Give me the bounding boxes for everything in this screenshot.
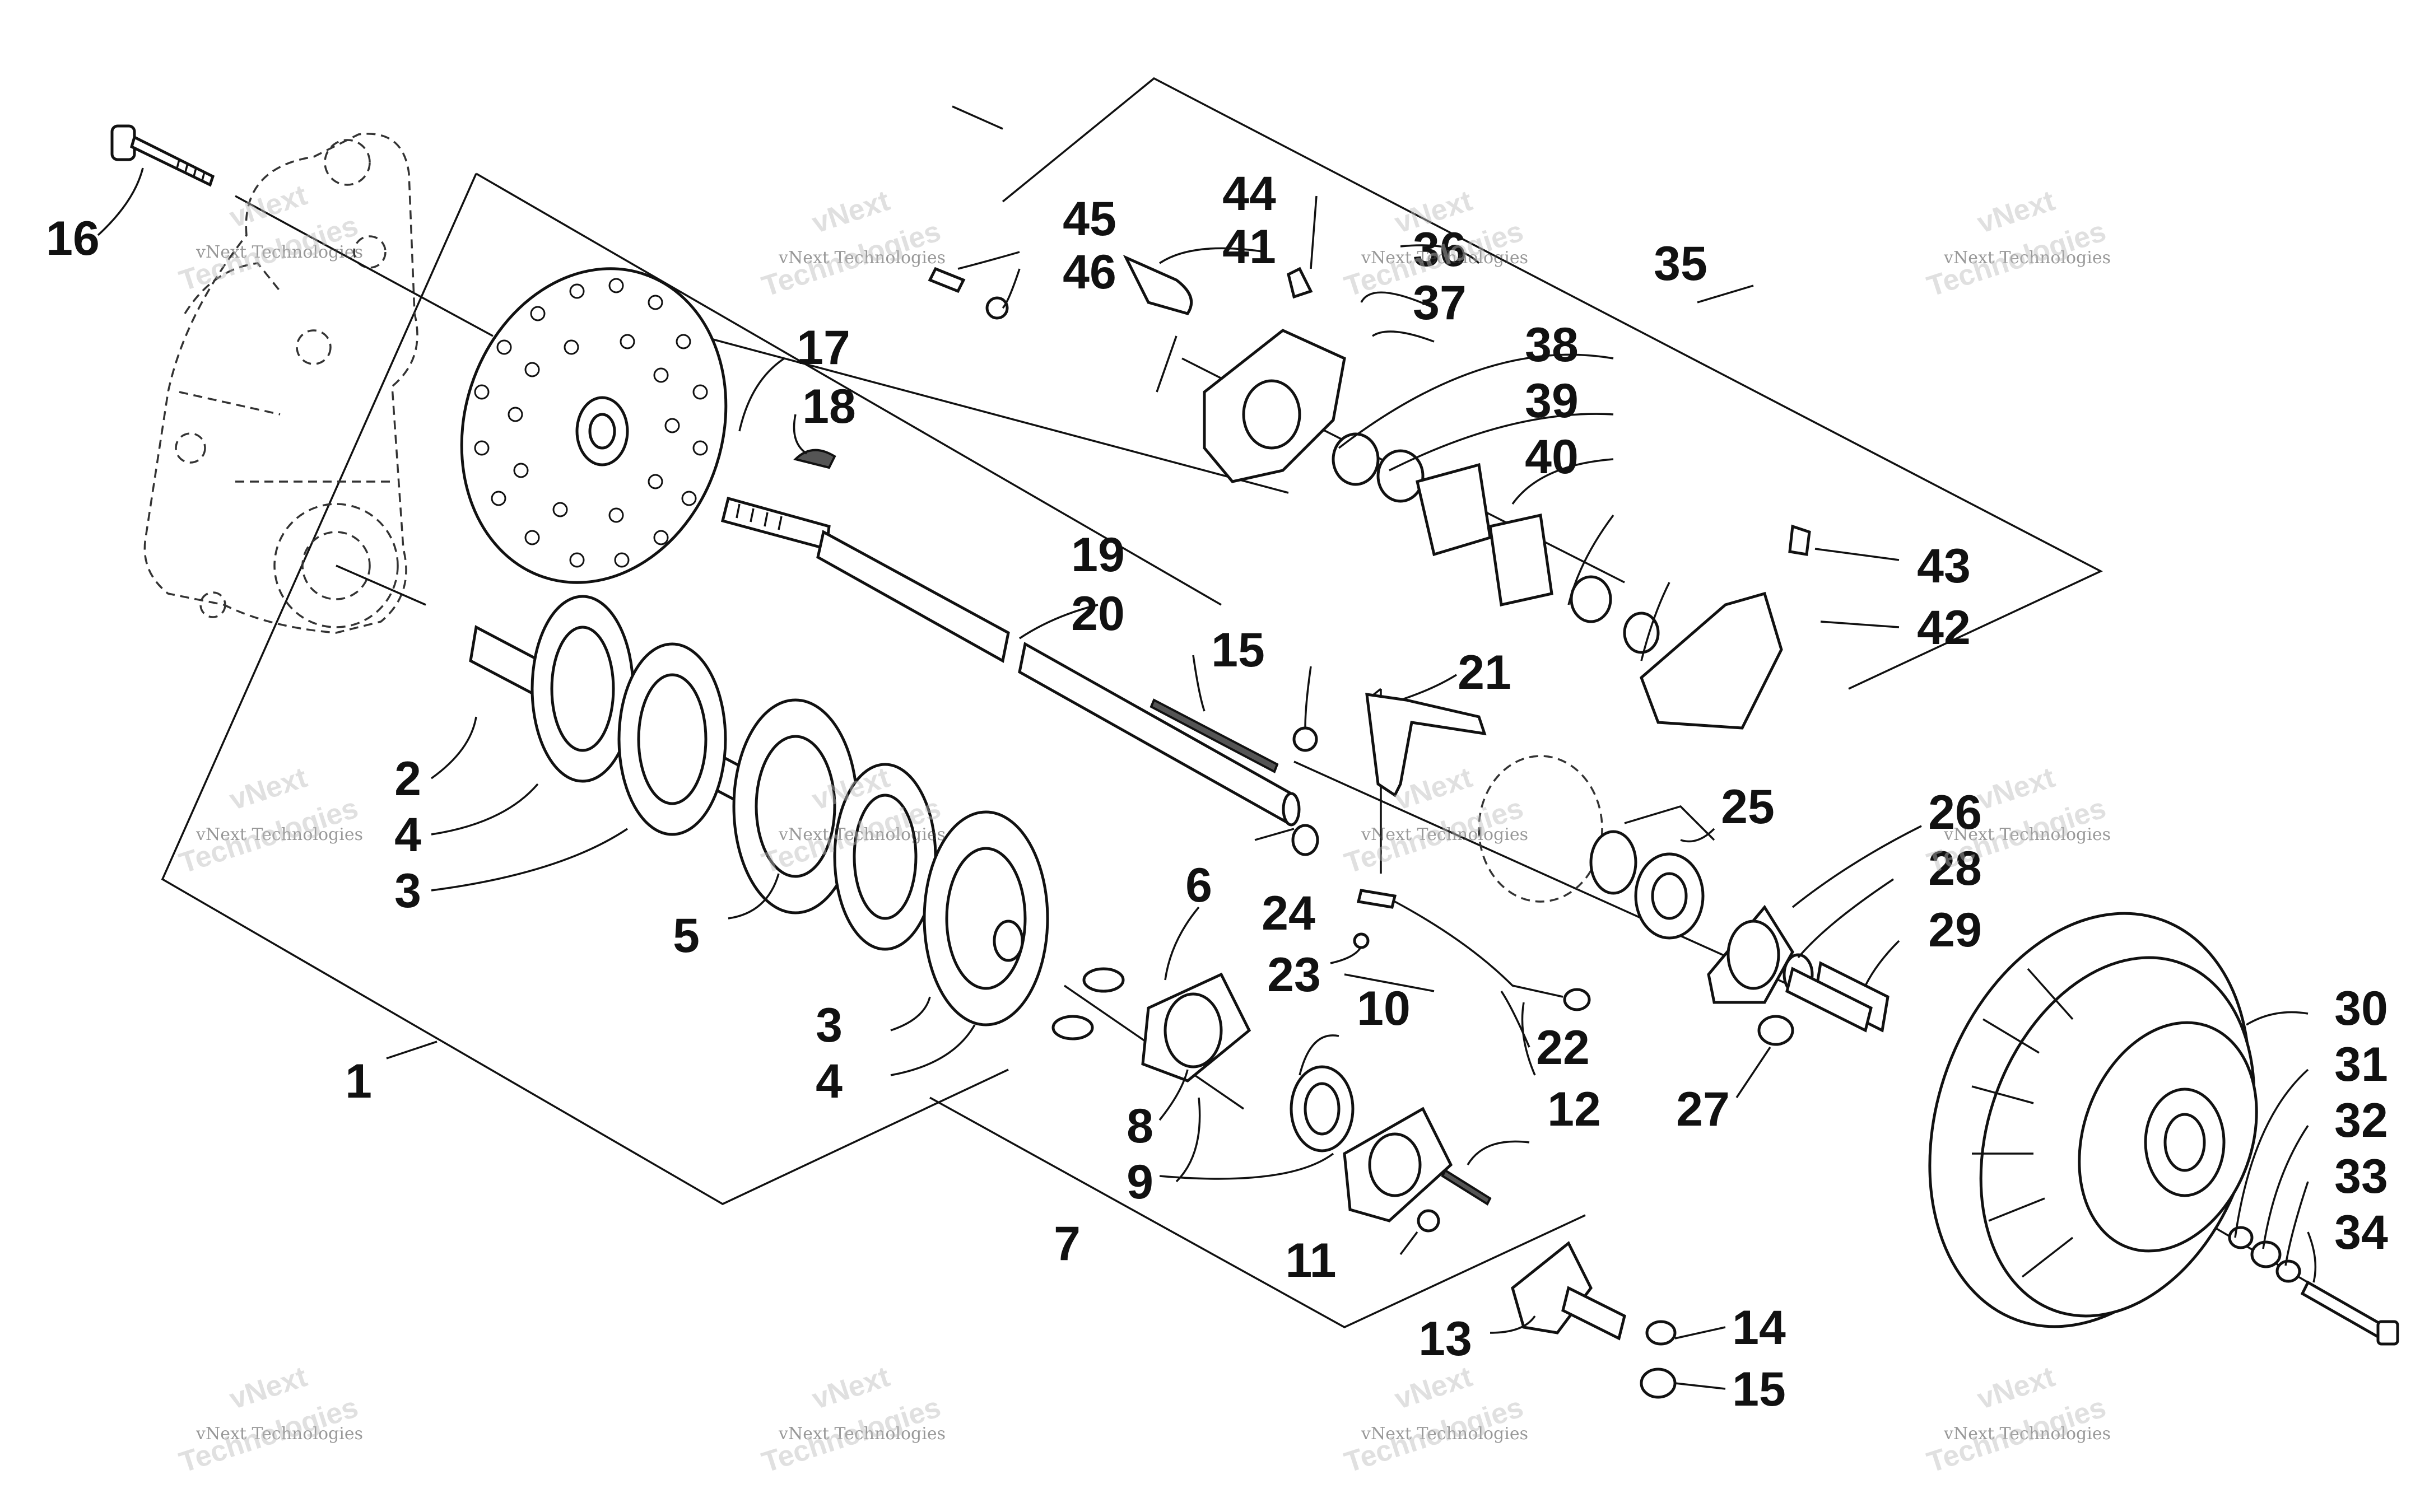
callout-9: 9 — [1127, 1155, 1153, 1209]
callout-3: 3 — [394, 864, 421, 918]
svg-text:vNext: vNext — [1974, 761, 2059, 816]
callout-37: 37 — [1413, 276, 1467, 330]
svg-text:vNext: vNext — [1391, 1360, 1477, 1416]
callout-3: 3 — [816, 998, 843, 1052]
svg-text:vNext: vNext — [226, 179, 311, 234]
callout-25: 25 — [1721, 780, 1775, 834]
callout-44: 44 — [1222, 167, 1276, 221]
callout-27: 27 — [1676, 1082, 1730, 1136]
driven-clutch — [1928, 912, 2399, 1346]
svg-text:vNext Technologies: vNext Technologies — [1361, 825, 1528, 844]
callout-2: 2 — [394, 752, 421, 806]
callout-41: 41 — [1222, 220, 1276, 274]
svg-text:vNext: vNext — [808, 184, 894, 240]
callout-18: 18 — [802, 380, 856, 433]
callout-19: 19 — [1071, 528, 1125, 582]
callout-5: 5 — [673, 909, 700, 963]
callout-38: 38 — [1525, 318, 1579, 372]
callout-46: 46 — [1063, 245, 1116, 299]
callout-23: 23 — [1267, 948, 1321, 1002]
callout-15: 15 — [1211, 623, 1265, 677]
svg-text:vNext Technologies: vNext Technologies — [1943, 248, 2111, 268]
svg-text:vNext Technologies: vNext Technologies — [196, 825, 363, 844]
brake-disc — [460, 267, 728, 584]
callout-10: 10 — [1357, 982, 1411, 1035]
caliper-assembly — [928, 254, 1811, 730]
svg-text:vNext Technologies: vNext Technologies — [778, 248, 946, 268]
callout-8: 8 — [1127, 1099, 1153, 1153]
callout-17: 17 — [797, 321, 850, 375]
callout-4: 4 — [816, 1054, 843, 1108]
callout-21: 21 — [1458, 646, 1511, 699]
key — [793, 449, 836, 469]
svg-text:vNext Technologies: vNext Technologies — [1943, 825, 2111, 844]
callout-29: 29 — [1928, 903, 1982, 957]
callout-42: 42 — [1917, 601, 1971, 655]
svg-text:vNext Technologies: vNext Technologies — [1943, 1424, 2111, 1444]
callout-35: 35 — [1654, 237, 1707, 291]
callout-30: 30 — [2334, 982, 2388, 1035]
callout-11: 11 — [1286, 1234, 1337, 1287]
driven-shaft — [720, 496, 1301, 827]
callout-20: 20 — [1071, 587, 1125, 641]
callout-32: 32 — [2334, 1094, 2388, 1147]
leader-lines — [97, 167, 2317, 1390]
drive-sprocket-assembly — [469, 595, 1049, 1026]
callout-13: 13 — [1418, 1312, 1472, 1366]
callout-labels: 1 2 3 3 4 4 5 6 7 8 9 10 11 12 13 14 15 … — [46, 167, 2388, 1416]
callout-15: 15 — [1732, 1362, 1786, 1416]
svg-text:vNext: vNext — [226, 1360, 311, 1416]
svg-text:vNext Technologies: vNext Technologies — [778, 825, 946, 844]
callout-28: 28 — [1928, 842, 1982, 895]
stub-shaft — [1785, 967, 1873, 1033]
callout-12: 12 — [1547, 1082, 1601, 1136]
callout-14: 14 — [1732, 1301, 1786, 1355]
bearing-housing-group — [1051, 967, 1677, 1399]
callout-34: 34 — [2334, 1206, 2388, 1259]
callout-39: 39 — [1525, 374, 1579, 428]
callout-24: 24 — [1262, 886, 1315, 940]
callout-31: 31 — [2334, 1038, 2388, 1091]
callout-26: 26 — [1928, 786, 1982, 839]
callout-43: 43 — [1917, 539, 1971, 593]
callout-6: 6 — [1185, 858, 1212, 912]
svg-text:vNext: vNext — [226, 761, 311, 816]
svg-text:vNext Technologies: vNext Technologies — [1361, 248, 1528, 268]
bracket-and-sensor — [1291, 693, 1591, 1011]
svg-text:vNext Technologies: vNext Technologies — [778, 1424, 946, 1444]
callout-22: 22 — [1536, 1021, 1590, 1075]
callout-36: 36 — [1413, 223, 1467, 277]
callout-1: 1 — [345, 1054, 372, 1108]
callout-7: 7 — [1054, 1217, 1081, 1271]
svg-text:vNext: vNext — [1974, 1360, 2059, 1416]
svg-text:vNext Technologies: vNext Technologies — [1361, 1424, 1528, 1444]
svg-text:vNext Technologies: vNext Technologies — [196, 242, 363, 262]
callout-4: 4 — [394, 808, 421, 862]
callout-33: 33 — [2334, 1150, 2388, 1203]
svg-text:vNext: vNext — [808, 1360, 894, 1416]
svg-text:vNext Technologies: vNext Technologies — [196, 1424, 363, 1444]
svg-text:vNext: vNext — [1974, 184, 2059, 240]
long-bolt — [110, 124, 215, 187]
callout-16: 16 — [46, 212, 100, 265]
callout-40: 40 — [1525, 430, 1579, 484]
callout-45: 45 — [1063, 192, 1116, 246]
